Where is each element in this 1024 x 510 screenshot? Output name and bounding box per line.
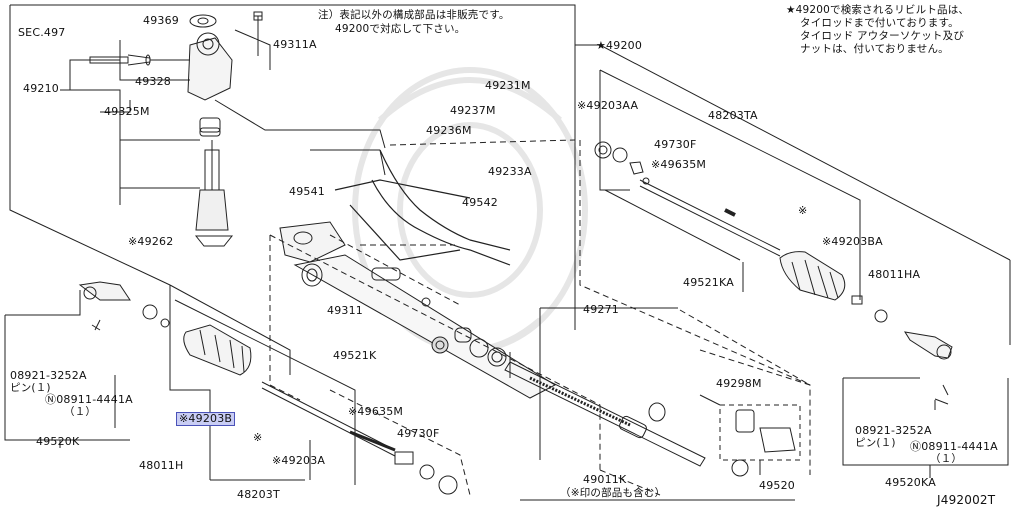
phantom-lines xyxy=(269,139,811,496)
label-49542[interactable]: 49542 xyxy=(462,196,498,209)
label-nut-left[interactable]: Ⓝ08911-4441A xyxy=(45,393,133,406)
label-49521ka[interactable]: 49521KA xyxy=(683,276,734,289)
gear-housing xyxy=(279,221,557,399)
label-pin-right-sub: ピン(１) xyxy=(855,437,896,449)
label-49520ka[interactable]: 49520KA xyxy=(885,476,936,489)
label-nut-left-sub: （１） xyxy=(64,406,97,418)
label-49635m-right[interactable]: ※49635M xyxy=(651,158,707,171)
label-48203ta[interactable]: 48203TA xyxy=(708,109,758,122)
label-49328[interactable]: 49328 xyxy=(135,75,171,88)
label-49521k[interactable]: 49521K xyxy=(333,349,377,362)
label-49369[interactable]: 49369 xyxy=(143,14,179,27)
label-49730f-left[interactable]: 49730F xyxy=(397,427,440,440)
label-49203b-highlighted[interactable]: ※49203B xyxy=(176,412,236,426)
right-boot-kit xyxy=(699,394,801,475)
label-nut-right-sub: （１） xyxy=(930,453,963,465)
leader-box-right xyxy=(842,377,1009,478)
hydraulic-lines xyxy=(334,149,511,266)
rack-bar xyxy=(504,307,749,477)
diagram-id: J492002T xyxy=(937,493,996,507)
label-49200[interactable]: ★49200 xyxy=(596,39,643,52)
label-48203t[interactable]: 48203T xyxy=(237,488,280,501)
label-49635m-left[interactable]: ※49635M xyxy=(348,405,404,418)
label-48011ha[interactable]: 48011HA xyxy=(868,268,921,281)
label-49011k[interactable]: 49011K xyxy=(583,473,627,486)
note-top-right-line3: タイロッド アウターソケット及び xyxy=(800,30,965,42)
asterisk-mark-left: ※ xyxy=(253,431,263,444)
label-49231m[interactable]: 49231M xyxy=(485,79,531,92)
label-pin-left[interactable]: 08921-3252A xyxy=(10,369,87,382)
label-pin-right[interactable]: 08921-3252A xyxy=(855,424,932,437)
label-49520k[interactable]: 49520K xyxy=(36,435,80,448)
label-49210[interactable]: 49210 xyxy=(23,82,59,95)
label-49311[interactable]: 49311 xyxy=(327,304,363,317)
label-49298m[interactable]: 49298M xyxy=(716,377,762,390)
label-49233a[interactable]: 49233A xyxy=(488,165,532,178)
note-top-right-line2: タイロッドまで付いております。 xyxy=(800,17,959,29)
label-49203aa[interactable]: ※49203AA xyxy=(577,99,639,112)
label-49237m[interactable]: 49237M xyxy=(450,104,496,117)
note-top-right-line4: ナットは、付いておりません。 xyxy=(800,43,949,55)
label-49730f-right[interactable]: 49730F xyxy=(654,138,697,151)
label-49311a[interactable]: 49311A xyxy=(273,38,317,51)
label-49325m[interactable]: 49325M xyxy=(104,105,150,118)
assembly-outline xyxy=(9,4,1011,501)
label-49203ba[interactable]: ※49203BA xyxy=(822,235,883,248)
label-pin-left-sub: ピン(１) xyxy=(10,382,51,394)
note-top-center-line2: 49200で対応して下さい。 xyxy=(335,23,466,35)
valve-housing-group xyxy=(60,11,386,176)
input-shaft-group xyxy=(60,89,234,247)
label-49520[interactable]: 49520 xyxy=(759,479,795,492)
asterisk-mark-top: ※ xyxy=(798,204,808,217)
label-49271[interactable]: 49271 xyxy=(583,303,619,316)
right-tierod-assembly xyxy=(594,69,953,405)
note-top-right-line1: ★49200で検索されるリビルト品は、 xyxy=(786,4,970,16)
label-49541[interactable]: 49541 xyxy=(289,185,325,198)
leader-box-left xyxy=(4,290,130,448)
label-48011h[interactable]: 48011H xyxy=(139,459,184,472)
label-49236m[interactable]: 49236M xyxy=(426,124,472,137)
label-nut-right[interactable]: Ⓝ08911-4441A xyxy=(910,440,998,453)
label-49203a[interactable]: ※49203A xyxy=(272,454,326,467)
note-top-center-line1: 注）表記以外の構成部品は非販売です。 xyxy=(318,9,510,21)
left-tierod-assembly xyxy=(78,281,458,495)
label-sec497[interactable]: SEC.497 xyxy=(18,26,66,39)
label-49011k-sub: （※印の部品も含む） xyxy=(560,487,666,499)
label-49262[interactable]: ※49262 xyxy=(128,235,174,248)
